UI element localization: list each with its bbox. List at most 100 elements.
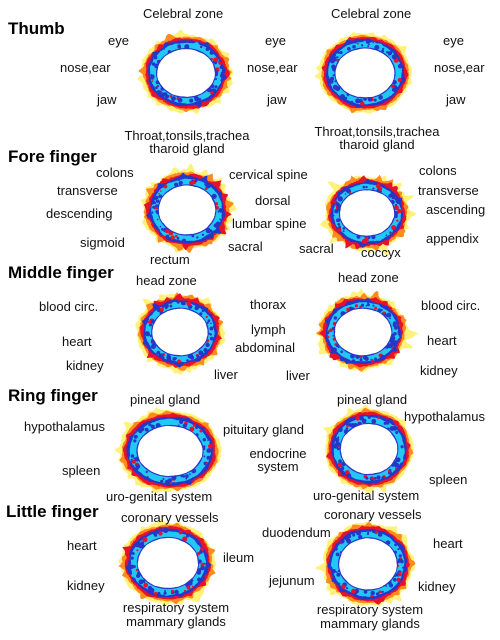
corona-speckle <box>367 236 371 239</box>
corona-speckle <box>378 590 382 594</box>
ring-finger-right-label-hypothalamus: hypothalamus <box>404 409 485 424</box>
corona-speckle <box>148 323 153 327</box>
corona-speckle <box>367 45 369 48</box>
corona-speckle <box>206 448 211 453</box>
corona-ring-graphic <box>137 29 234 114</box>
fore-finger-mid-label-cervical: cervical spine <box>229 167 308 182</box>
middle-finger-left-label-head-zone: head zone <box>136 273 197 288</box>
corona-speckle <box>345 587 349 590</box>
corona-speckle <box>344 187 349 192</box>
corona-speckle <box>333 437 337 441</box>
corona-speckle <box>154 591 158 596</box>
ring-finger-right-label-uro-genital: uro-genital system <box>313 488 420 503</box>
corona-speckle <box>163 92 168 97</box>
middle-finger-left-ring <box>134 292 226 375</box>
corona-speckle <box>392 195 396 200</box>
corona-center <box>340 190 395 236</box>
corona-speckle <box>394 211 399 216</box>
corona-speckle <box>342 230 345 233</box>
corona-speckle <box>156 531 159 534</box>
middle-finger-right-label-heart: heart <box>427 333 457 348</box>
corona-speckle <box>337 223 341 226</box>
corona-speckle <box>385 585 388 587</box>
corona-speckle <box>389 231 392 234</box>
corona-speckle <box>394 205 397 208</box>
corona-speckle <box>332 214 335 217</box>
corona-speckle <box>130 556 134 560</box>
corona-speckle <box>186 45 189 49</box>
corona-speckle <box>370 594 373 598</box>
corona-speckle <box>144 427 149 432</box>
fore-finger-left-label-sigmoid: sigmoid <box>80 235 125 250</box>
corona-speckle <box>396 577 401 582</box>
corona-speckle <box>179 419 184 424</box>
corona-speckle <box>156 350 161 355</box>
thumb-left-label-throat: Throat,tonsils,trachea <box>124 128 250 143</box>
corona-speckle <box>210 91 214 95</box>
corona-speckle <box>196 236 199 239</box>
corona-speckle <box>163 184 168 189</box>
corona-speckle <box>356 530 362 536</box>
corona-speckle <box>338 459 342 463</box>
thumb-right-label-jaw-left: jaw <box>267 92 287 107</box>
corona-speckle <box>348 423 353 427</box>
corona-speckle <box>335 552 340 557</box>
ring-finger-right-ring <box>322 404 416 495</box>
corona-speckle <box>361 530 364 533</box>
corona-speckle <box>148 423 152 427</box>
corona-speckle <box>372 187 375 190</box>
corona-speckle <box>333 53 336 57</box>
middle-finger-left-label-liver: liver <box>214 367 238 382</box>
corona-speckle <box>214 85 218 89</box>
corona-speckle <box>371 476 375 480</box>
corona-speckle <box>150 344 156 349</box>
corona-speckle <box>368 43 370 46</box>
corona-speckle <box>155 199 160 203</box>
corona-speckle <box>337 462 343 468</box>
corona-speckle <box>206 455 211 460</box>
thumb-left-label-jaw: jaw <box>97 92 117 107</box>
corona-speckle <box>340 542 343 545</box>
corona-speckle <box>178 424 180 426</box>
fore-finger-left-label-transverse: transverse <box>57 183 118 198</box>
corona-speckle <box>201 233 205 236</box>
corona-speckle <box>201 562 205 566</box>
corona-speckle <box>386 312 392 318</box>
corona-speckle <box>355 98 361 104</box>
corona-speckle <box>169 94 173 98</box>
corona-speckle <box>177 359 181 364</box>
corona-speckle <box>205 47 210 51</box>
corona-center <box>339 538 397 590</box>
corona-speckle <box>178 180 183 185</box>
corona-speckle <box>207 439 209 442</box>
corona-speckle <box>338 427 343 433</box>
corona-speckle <box>153 201 157 205</box>
corona-speckle <box>200 565 205 571</box>
middle-finger-left-label-blood-circ: blood circ. <box>39 299 99 314</box>
corona-speckle <box>138 544 143 549</box>
corona-speckle <box>156 86 159 89</box>
corona-speckle <box>392 229 396 232</box>
corona-speckle <box>366 303 370 307</box>
corona-speckle <box>391 84 395 89</box>
middle-finger-mid-label-thorax: thorax <box>250 297 287 312</box>
corona-speckle <box>394 543 397 547</box>
row-title-fore-finger: Fore finger <box>8 147 97 166</box>
corona-speckle <box>391 54 397 60</box>
corona-speckle <box>156 307 161 313</box>
middle-finger-left-label-kidney: kidney <box>66 358 104 373</box>
corona-speckle <box>393 578 397 582</box>
corona-speckle <box>205 342 210 348</box>
corona-speckle <box>135 543 140 548</box>
corona-speckle <box>174 589 179 595</box>
corona-speckle <box>337 436 340 439</box>
little-finger-mid-label-jejunum: jejunum <box>269 573 315 588</box>
corona-speckle <box>337 51 340 54</box>
corona-speckle <box>395 431 399 434</box>
corona-speckle <box>359 358 363 362</box>
corona-speckle <box>398 554 402 558</box>
corona-speckle <box>340 466 345 471</box>
corona-speckle <box>186 585 191 590</box>
corona-speckle <box>185 477 188 480</box>
middle-finger-mid-label-liver: liver <box>286 368 310 383</box>
